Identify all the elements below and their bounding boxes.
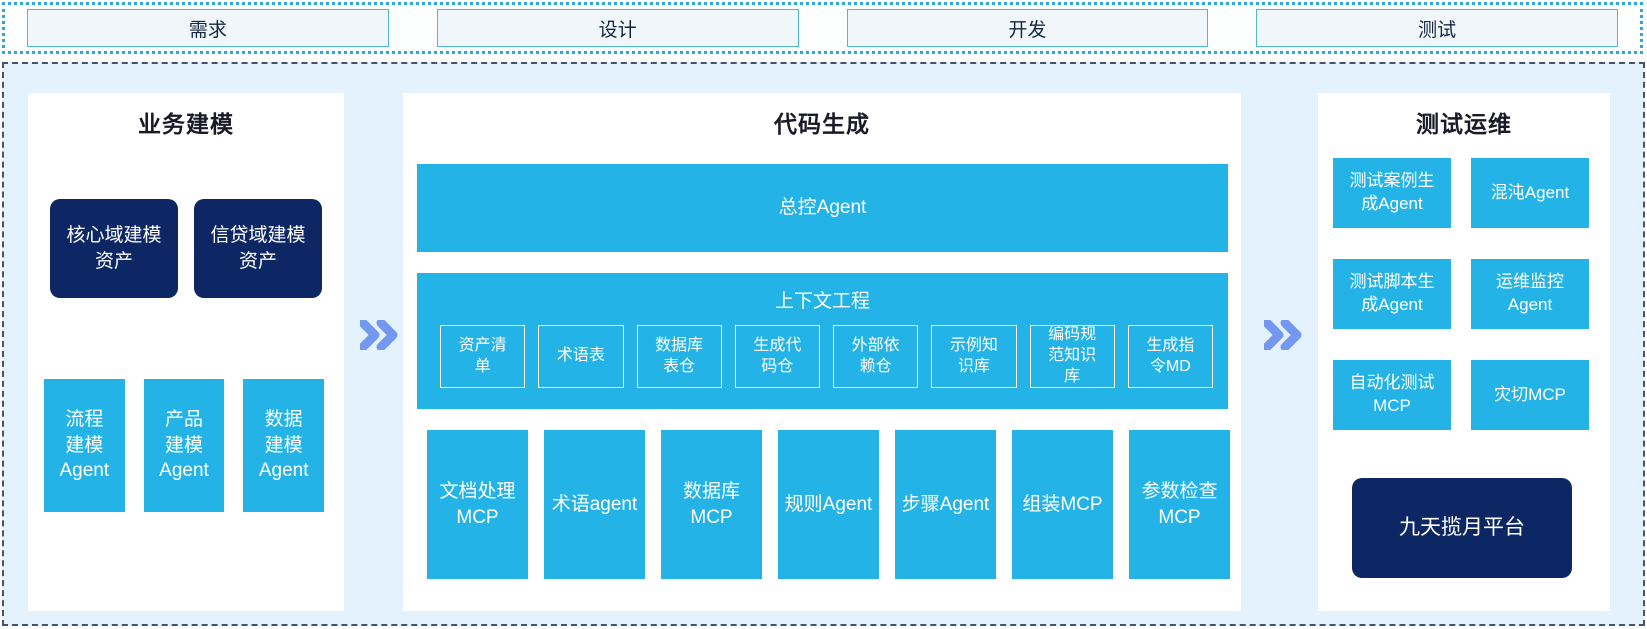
context-item-glossary: 术语表 [538,325,624,388]
business-modeling-title: 业务建模 [138,111,234,137]
panel-business-modeling: 业务建模 核心域建模 资产 信贷域建模 资产 流程 建模 Agent 产品 建模… [28,93,344,611]
master-control-agent-bar: 总控Agent [417,164,1228,252]
context-item-row: 资产清 单 术语表 数据库 表仓 生成代 码仓 外部依 赖仓 示例知 识库 编码… [440,325,1213,388]
context-item-coding-standards-kb: 编码规 范知识 库 [1029,325,1115,388]
worker-box-row: 文档处理 MCP 术语agent 数据库 MCP 规则Agent 步骤Agent… [427,430,1230,579]
panel-test-ops: 测试运维 测试案例生 成Agent 混沌Agent 测试脚本生 成Agent 运… [1318,93,1610,611]
cell-test-case-gen-agent: 测试案例生 成Agent [1333,158,1451,228]
test-ops-grid: 测试案例生 成Agent 混沌Agent 测试脚本生 成Agent 运维监控 A… [1333,158,1589,430]
double-chevron-right-icon [1264,320,1302,350]
worker-rule-agent: 规则Agent [778,430,879,579]
asset-box-row: 核心域建模 资产 信贷域建模 资产 [50,199,322,298]
phase-box-development: 开发 [846,9,1209,47]
asset-box-core-domain: 核心域建模 资产 [50,199,178,298]
phase-box-testing: 测试 [1256,9,1618,47]
cell-disaster-switch-mcp: 灾切MCP [1471,360,1589,430]
context-item-generated-code-repo: 生成代 码仓 [734,325,820,388]
phase-box-design: 设计 [436,9,799,47]
phase-strip: 需求 设计 开发 测试 [2,2,1643,54]
double-chevron-right-icon [360,320,398,350]
cell-ops-monitoring-agent: 运维监控 Agent [1471,259,1589,329]
context-engineering-title: 上下文工程 [774,291,870,312]
modeling-agent-row: 流程 建模 Agent 产品 建模 Agent 数据 建模 Agent [44,379,325,512]
context-engineering-group: 上下文工程 资产清 单 术语表 数据库 表仓 生成代 码仓 外部依 赖仓 示例知… [417,273,1228,409]
test-ops-title: 测试运维 [1416,111,1512,137]
worker-database-mcp: 数据库 MCP [661,430,762,579]
cell-chaos-agent: 混沌Agent [1471,158,1589,228]
agent-box-product-modeling: 产品 建模 Agent [143,379,225,512]
context-item-example-kb: 示例知 识库 [931,325,1017,388]
context-item-gen-instructions-md: 生成指 令MD [1127,325,1213,388]
worker-param-check-mcp: 参数检查 MCP [1129,430,1230,579]
worker-doc-processing-mcp: 文档处理 MCP [427,430,528,579]
context-item-external-deps-repo: 外部依 赖仓 [833,325,919,388]
cell-test-script-gen-agent: 测试脚本生 成Agent [1333,259,1451,329]
main-canvas: 业务建模 核心域建模 资产 信贷域建模 资产 流程 建模 Agent 产品 建模… [2,62,1645,626]
agent-box-process-modeling: 流程 建模 Agent [44,379,125,512]
cell-automated-test-mcp: 自动化测试 MCP [1333,360,1451,430]
worker-assembly-mcp: 组装MCP [1012,430,1113,579]
worker-step-agent: 步骤Agent [895,430,996,579]
phase-box-requirements: 需求 [27,9,389,47]
context-item-db-table-repo: 数据库 表仓 [636,325,722,388]
asset-box-credit-domain: 信贷域建模 资产 [194,199,322,298]
worker-terminology-agent: 术语agent [544,430,645,579]
jiutian-lanyue-platform-box: 九天揽月平台 [1352,478,1572,578]
panel-code-generation: 代码生成 总控Agent 上下文工程 资产清 单 术语表 数据库 表仓 生成代 … [403,93,1241,611]
context-item-asset-list: 资产清 单 [440,325,526,388]
code-generation-title: 代码生成 [774,111,870,137]
agent-box-data-modeling: 数据 建模 Agent [243,379,325,512]
